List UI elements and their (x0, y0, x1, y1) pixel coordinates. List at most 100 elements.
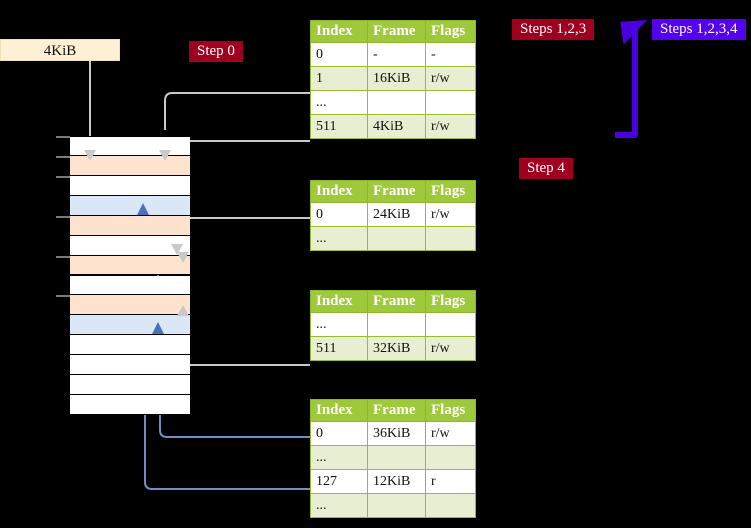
memory-frame[interactable] (70, 275, 190, 296)
column-header-frame: Frame (367, 399, 426, 422)
cell-index: ... (310, 312, 368, 337)
badge-steps-1234: Steps 1,2,3,4 (652, 19, 746, 40)
arrow-up-blue-1 (137, 203, 149, 215)
cell-frame: 32KiB (367, 336, 426, 361)
memory-frame[interactable] (70, 395, 190, 415)
cell-index: ... (310, 226, 368, 251)
arrow-up-gray-1 (177, 305, 189, 316)
cell-index: 511 (310, 114, 368, 139)
memory-tick-mark (56, 255, 70, 258)
cell-index: ... (310, 90, 368, 115)
column-header-flags: Flags (425, 180, 476, 203)
memory-frame[interactable] (70, 355, 190, 376)
badge-step-0: Step 0 (189, 41, 243, 62)
cell-frame: 36KiB (367, 421, 426, 446)
column-header-frame: Frame (367, 20, 426, 43)
memory-frame[interactable] (70, 235, 190, 256)
cell-flags: r (425, 469, 476, 494)
cell-frame: - (367, 42, 426, 67)
cell-flags: r/w (425, 421, 476, 446)
cell-flags: r/w (425, 66, 476, 91)
column-header-index: Index (310, 180, 368, 203)
memory-frame[interactable] (70, 335, 190, 356)
memory-frame[interactable] (70, 195, 190, 216)
cell-index: 511 (310, 336, 368, 361)
arrow-down-gray-1 (84, 150, 96, 161)
physical-memory-column (70, 136, 190, 415)
column-header-index: Index (310, 399, 368, 422)
cell-flags (425, 493, 476, 518)
column-header-frame: Frame (367, 290, 426, 313)
cell-flags (425, 90, 476, 115)
cell-flags (425, 312, 476, 337)
cell-frame (367, 226, 426, 251)
cell-index: 0 (310, 42, 368, 67)
memory-frame[interactable] (70, 315, 190, 336)
arrow-up-blue-2 (152, 322, 164, 334)
arrow-down-gray-2 (159, 150, 171, 161)
column-header-frame: Frame (367, 180, 426, 203)
table-row[interactable]: ... (310, 445, 476, 470)
cell-frame: 16KiB (367, 66, 426, 91)
cell-frame (367, 445, 426, 470)
memory-tick-mark (56, 215, 70, 218)
column-header-flags: Flags (425, 20, 476, 43)
memory-frame[interactable] (70, 295, 190, 316)
memory-frame[interactable] (70, 375, 190, 396)
cell-frame: 12KiB (367, 469, 426, 494)
cell-index: 0 (310, 202, 368, 227)
table-row[interactable]: ... (310, 90, 476, 115)
memory-frame[interactable] (70, 175, 190, 196)
column-header-index: Index (310, 20, 368, 43)
table-row[interactable]: ... (310, 312, 476, 337)
cell-flags: - (425, 42, 476, 67)
column-header-flags: Flags (425, 290, 476, 313)
memory-tick-mark (56, 175, 70, 178)
table-row[interactable]: ... (310, 226, 476, 251)
arrow-down-gray-3 (171, 244, 183, 255)
cell-frame (367, 312, 426, 337)
cell-index: ... (310, 445, 368, 470)
memory-tick-mark (56, 155, 70, 158)
cell-frame: 4KiB (367, 114, 426, 139)
column-header-flags: Flags (425, 399, 476, 422)
cell-frame (367, 90, 426, 115)
frame-size-label: 4KiB (0, 39, 120, 61)
column-header-index: Index (310, 290, 368, 313)
memory-frame[interactable] (70, 215, 190, 236)
memory-frame[interactable] (70, 255, 190, 276)
badge-steps-123: Steps 1,2,3 (512, 19, 595, 40)
cell-index: 127 (310, 469, 368, 494)
cell-index: ... (310, 493, 368, 518)
table-row[interactable]: 0-- (310, 42, 476, 67)
cell-flags: r/w (425, 202, 476, 227)
memory-tick-mark (56, 136, 70, 138)
badge-step-4: Step 4 (519, 158, 573, 179)
arrow-down-gray-4 (177, 252, 189, 263)
cell-frame (367, 493, 426, 518)
memory-tick-mark (56, 295, 70, 298)
cell-flags (425, 445, 476, 470)
cell-flags: r/w (425, 114, 476, 139)
cell-frame: 24KiB (367, 202, 426, 227)
table-row[interactable]: ... (310, 493, 476, 518)
